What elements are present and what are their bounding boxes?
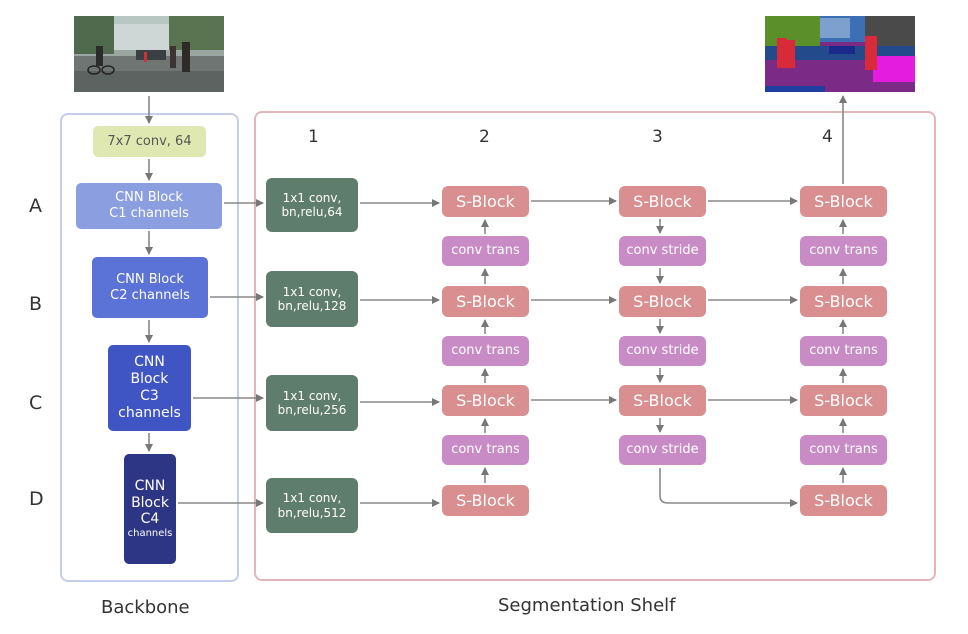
s-block-b2: S-Block [442,286,529,317]
conv-trans-c2: conv trans [442,435,529,465]
conv-stride-c3: conv stride [619,435,706,465]
conv1x1-a: 1x1 conv, bn,relu,64 [266,178,358,232]
row-label-a: A [29,195,42,217]
conv-trans-c4: conv trans [800,435,887,465]
cnn-block-a: CNN Block C1 channels [76,183,222,229]
cnn-block-b: CNN Block C2 channels [92,257,208,318]
arrow-col3-cs-c-to-s4-d [659,468,798,507]
cnn-block-d-line1: CNN [134,477,166,494]
s-block-d4: S-Block [800,485,887,516]
column-label-3: 3 [652,127,663,147]
column-label-2: 2 [479,127,490,147]
segmentation-shelf-panel [254,111,936,581]
conv-trans-b2: conv trans [442,336,529,366]
s-block-a4: S-Block [800,186,887,217]
conv-stride-b3: conv stride [619,336,706,366]
column-label-1: 1 [308,127,319,147]
backbone-caption: Backbone [101,597,190,618]
s-block-c4: S-Block [800,385,887,416]
s-block-d2: S-Block [442,485,529,516]
row-label-c: C [29,392,43,414]
input-street-image [74,16,224,92]
column-label-4: 4 [822,127,833,147]
s-block-a3: S-Block [619,186,706,217]
conv-trans-a4: conv trans [800,236,887,266]
conv-trans-a2: conv trans [442,236,529,266]
cnn-block-d-line3: C4 [140,511,160,528]
output-segmentation-image [765,16,915,92]
s-block-a2: S-Block [442,186,529,217]
s-block-c2: S-Block [442,385,529,416]
cnn-block-d-line4: channels [127,528,173,540]
segmentation-shelf-caption: Segmentation Shelf [498,595,676,616]
conv-stride-a3: conv stride [619,236,706,266]
s-block-b3: S-Block [619,286,706,317]
row-label-b: B [29,293,43,315]
conv7x7-box: 7x7 conv, 64 [93,126,206,157]
cnn-block-d: CNN Block C4 channels [124,454,176,564]
conv1x1-c: 1x1 conv, bn,relu,256 [266,375,358,431]
cnn-block-d-line2: Block [131,494,169,511]
s-block-c3: S-Block [619,385,706,416]
row-label-d: D [29,488,44,510]
conv1x1-b: 1x1 conv, bn,relu,128 [266,271,358,327]
s-block-b4: S-Block [800,286,887,317]
conv1x1-d: 1x1 conv, bn,relu,512 [266,478,358,533]
cnn-block-c: CNN Block C3 channels [108,345,191,431]
conv-trans-b4: conv trans [800,336,887,366]
